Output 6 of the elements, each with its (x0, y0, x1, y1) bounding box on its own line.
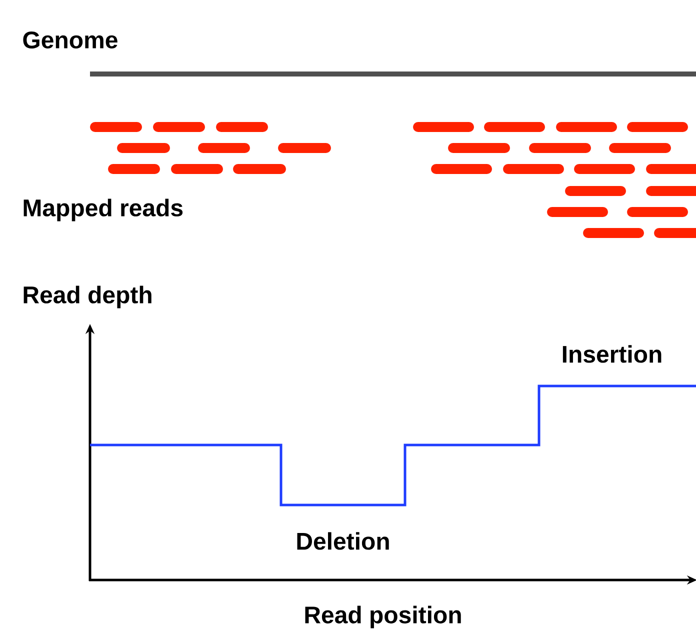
heading: Mapped reads (24, 198, 183, 222)
heading: Genome (23, 32, 118, 48)
annotation: Insertion (562, 345, 662, 363)
axis-label: Read depth (24, 286, 152, 308)
annotation: Deletion (297, 532, 389, 550)
axis-label: Read position (305, 606, 461, 628)
